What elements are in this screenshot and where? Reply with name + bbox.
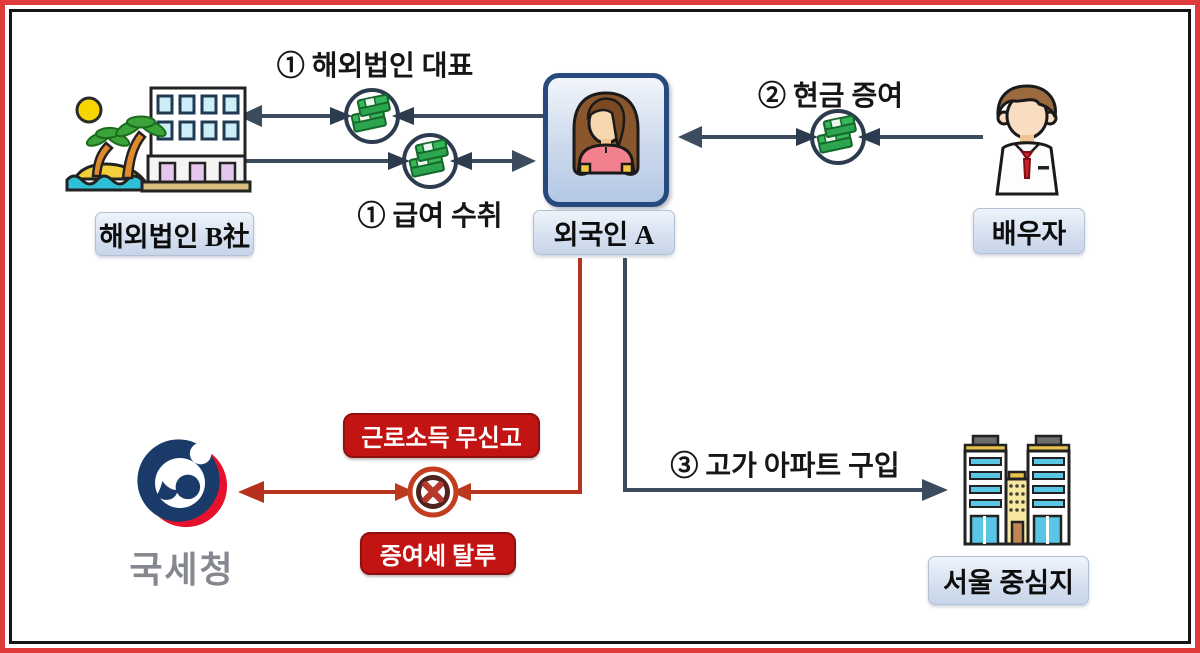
overseas-corp-label: 해외법인 B社: [95, 212, 254, 256]
flow-salary-label: ① 급여 수취: [357, 201, 503, 232]
blocked-icon: [395, 469, 471, 515]
foreigner-a-box: [543, 73, 669, 207]
woman-avatar-icon: [556, 87, 656, 202]
violation-arrow: [238, 258, 582, 503]
money-icon: [386, 133, 474, 189]
money-icon: [328, 88, 416, 144]
flow-apartment-purchase-label: ③ 고가 아파트 구입: [670, 451, 900, 482]
palm-island-building-icon: [63, 84, 255, 203]
spouse-label: 배우자: [973, 208, 1085, 254]
money-icon: [794, 109, 882, 165]
arrow-apartment-purchase: [623, 258, 948, 501]
flow-overseas-rep-label: ① 해외법인 대표: [276, 51, 474, 82]
flow-cash-gift-label: ② 현금 증여: [757, 81, 904, 112]
man-avatar-icon: [975, 82, 1079, 203]
nts-label: 국세청: [129, 549, 235, 590]
seoul-label: 서울 중심지: [928, 556, 1089, 605]
violation-badge-gift-tax: 증여세 탈루: [360, 532, 516, 575]
apartment-buildings-icon: [956, 434, 1078, 553]
nts-emblem-icon: [131, 434, 231, 537]
foreigner-a-label: 외국인 A: [533, 210, 675, 255]
violation-badge-income: 근로소득 무신고: [343, 413, 540, 458]
